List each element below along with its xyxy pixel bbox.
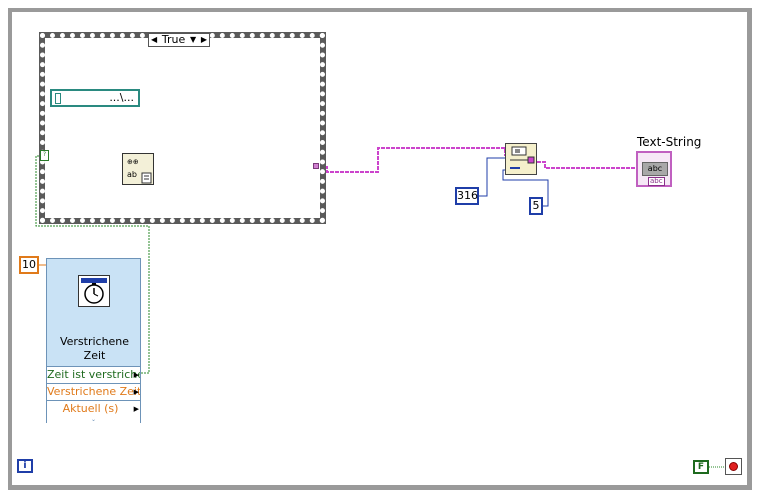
output-time-has-elapsed[interactable]: Zeit ist verstrichen▶: [47, 366, 140, 383]
read-node-text: ab: [127, 170, 137, 179]
case-selector[interactable]: ◀ True ▼ ▶: [148, 33, 210, 47]
offset-wire: [479, 157, 505, 197]
read-text-file-node[interactable]: ⊕⊕ ab: [122, 153, 154, 185]
case-next-arrow[interactable]: ▶: [200, 35, 207, 44]
output-arrow-icon: ▶: [133, 388, 139, 396]
stopwatch-icon: [78, 275, 110, 307]
expand-handle[interactable]: ⌄: [47, 417, 140, 423]
indicator-display: abc: [642, 162, 668, 176]
length-constant[interactable]: 316: [455, 187, 479, 205]
elapsed-time-express-vi[interactable]: Verstrichene Zeit Zeit ist verstrichen▶ …: [46, 258, 141, 423]
indicator-label: Text-String: [637, 135, 702, 149]
path-constant[interactable]: ...\...: [50, 89, 140, 107]
string-subset-node[interactable]: [505, 143, 537, 175]
indicator-type-tag: abc: [648, 177, 665, 186]
output-label: Verstrichene Zeit: [47, 385, 140, 398]
iteration-terminal: i: [17, 459, 33, 473]
stop-icon: [729, 462, 738, 471]
output-arrow-icon: ▶: [133, 405, 139, 413]
output-label: Zeit ist verstrichen: [47, 368, 140, 381]
string-wire-output: [537, 161, 638, 169]
case-dropdown-arrow[interactable]: ▼: [189, 35, 197, 44]
output-tunnel[interactable]: [313, 163, 319, 169]
text-string-indicator[interactable]: abc abc: [636, 151, 672, 187]
path-browse-icon: [55, 93, 61, 104]
output-present-seconds[interactable]: Aktuell (s) ▶: [47, 400, 140, 417]
elapsed-vi-title-line2: Zeit: [83, 349, 106, 362]
case-prev-arrow[interactable]: ◀: [151, 35, 158, 44]
file-icon: [141, 172, 152, 184]
false-constant[interactable]: F: [693, 460, 709, 474]
boolean-wire: [35, 155, 150, 374]
output-arrow-icon: ▶: [133, 371, 139, 379]
case-selector-terminal[interactable]: ?: [40, 150, 49, 161]
elapsed-vi-title-line1: Verstrichene: [59, 335, 130, 348]
output-label: Aktuell (s): [62, 402, 119, 415]
read-node-glyph: ⊕⊕: [127, 158, 139, 166]
case-selector-value: True: [161, 33, 186, 46]
offset-constant[interactable]: 5: [529, 197, 543, 215]
elapsed-vi-title: Verstrichene Zeit: [47, 335, 142, 363]
string-subset-icon: [510, 146, 535, 169]
output-elapsed-time[interactable]: Verstrichene Zeit▶: [47, 383, 140, 400]
string-wire-subset: [320, 147, 506, 173]
case-structure[interactable]: [39, 32, 326, 224]
length-wire: [502, 169, 549, 207]
path-value: ...\...: [109, 91, 134, 104]
target-time-constant[interactable]: 10: [19, 256, 39, 274]
loop-condition-terminal[interactable]: [725, 458, 742, 475]
